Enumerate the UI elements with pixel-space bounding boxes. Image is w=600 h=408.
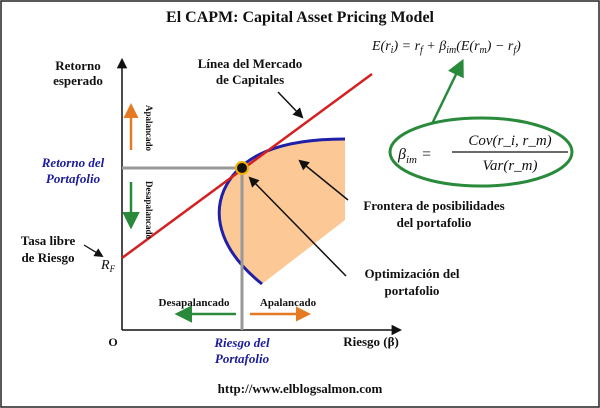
vertical-deleverage-label: Desapalancado [144, 181, 154, 240]
frontier-label-arrow [298, 159, 349, 201]
portfolio-risk-line1: Riesgo del [213, 335, 270, 350]
risk-free-arrow [83, 244, 104, 257]
portfolio-return-line1: Retorno del [41, 155, 105, 170]
risk-free-label-line1: Tasa libre [21, 233, 76, 248]
beta-numerator: Cov(r_i, r_m) [468, 133, 551, 149]
vertical-leverage-label: Apalancado [144, 105, 154, 152]
beta-denominator: Var(r_m) [483, 158, 538, 174]
frontier-label-line1: Frontera de posibilidades [363, 198, 504, 213]
portfolio-return-line2: Portafolio [46, 171, 101, 186]
optim-label-arrow [248, 176, 347, 277]
cml-label-line2: de Capitales [216, 72, 284, 87]
optimal-portfolio-point [235, 161, 249, 175]
beta-lhs: βim = [397, 146, 432, 166]
risk-free-label-line2: de Riesgo [21, 250, 74, 265]
cml-label-arrow [277, 91, 304, 119]
x-axis-label: Riesgo (β) [343, 334, 399, 349]
risk-free-symbol: RF [100, 258, 116, 274]
footer-url: http://www.elblogsalmon.com [218, 381, 383, 396]
portfolio-risk-line2: Portafolio [215, 351, 270, 366]
optim-label-line2: portafolio [385, 283, 440, 298]
horizontal-leverage-label: Apalancado [260, 297, 317, 309]
efficient-frontier-curve [217, 137, 346, 286]
y-axis-label-line1: Retorno [55, 58, 101, 73]
origin-label: O [108, 335, 117, 349]
horizontal-deleverage-label: Desapalancado [159, 297, 230, 309]
frontier-label-line2: del portafolio [397, 215, 472, 230]
diagram-title: El CAPM: Capital Asset Pricing Model [166, 9, 435, 26]
optim-label-line1: Optimización del [365, 266, 460, 281]
y-axis-label-line2: esperado [53, 73, 103, 88]
formula-link-arrow [428, 58, 464, 129]
cml-label-line1: Línea del Mercado [198, 56, 302, 71]
capm-formula: E(ri) = rf + βim(E(rm) − rf) [371, 39, 521, 56]
